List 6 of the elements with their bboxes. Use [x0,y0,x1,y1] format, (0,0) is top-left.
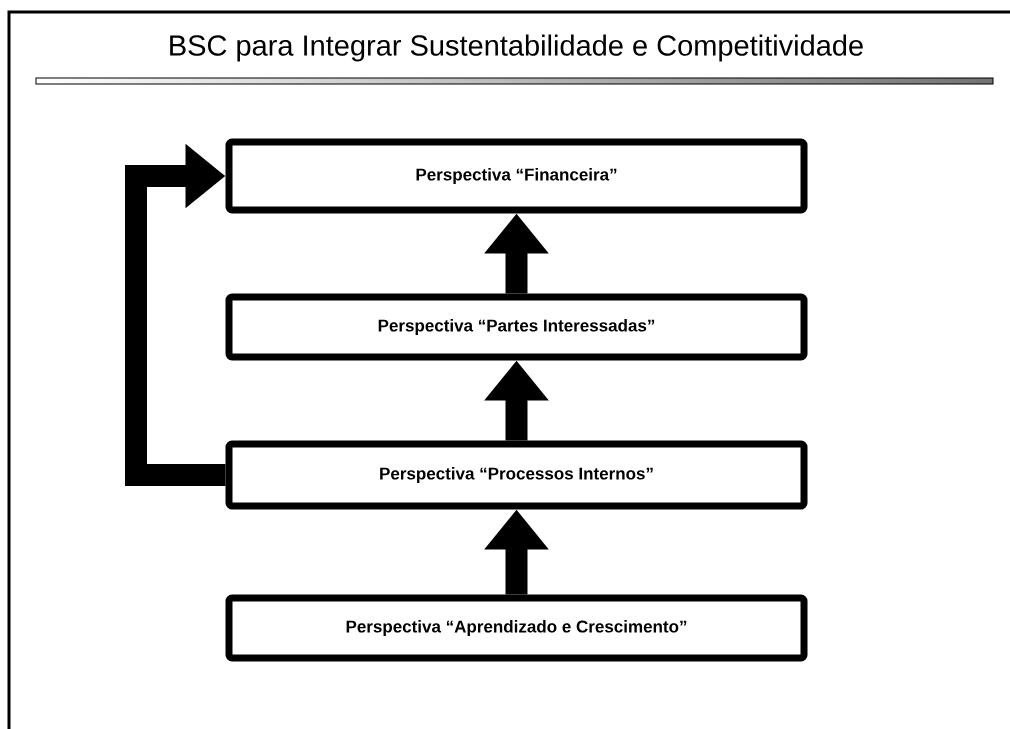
perspective-box: Perspectiva “Aprendizado e Crescimento” [225,594,808,662]
perspective-box: Perspectiva “Partes Interessadas” [225,293,808,361]
arrow [125,143,226,486]
perspective-box: Perspectiva “Financeira” [225,138,808,214]
title: BSC para Integrar Sustentabilidade e Competitividade [170,34,863,62]
perspective-box: Perspectiva “Processos Internos” [225,440,808,510]
